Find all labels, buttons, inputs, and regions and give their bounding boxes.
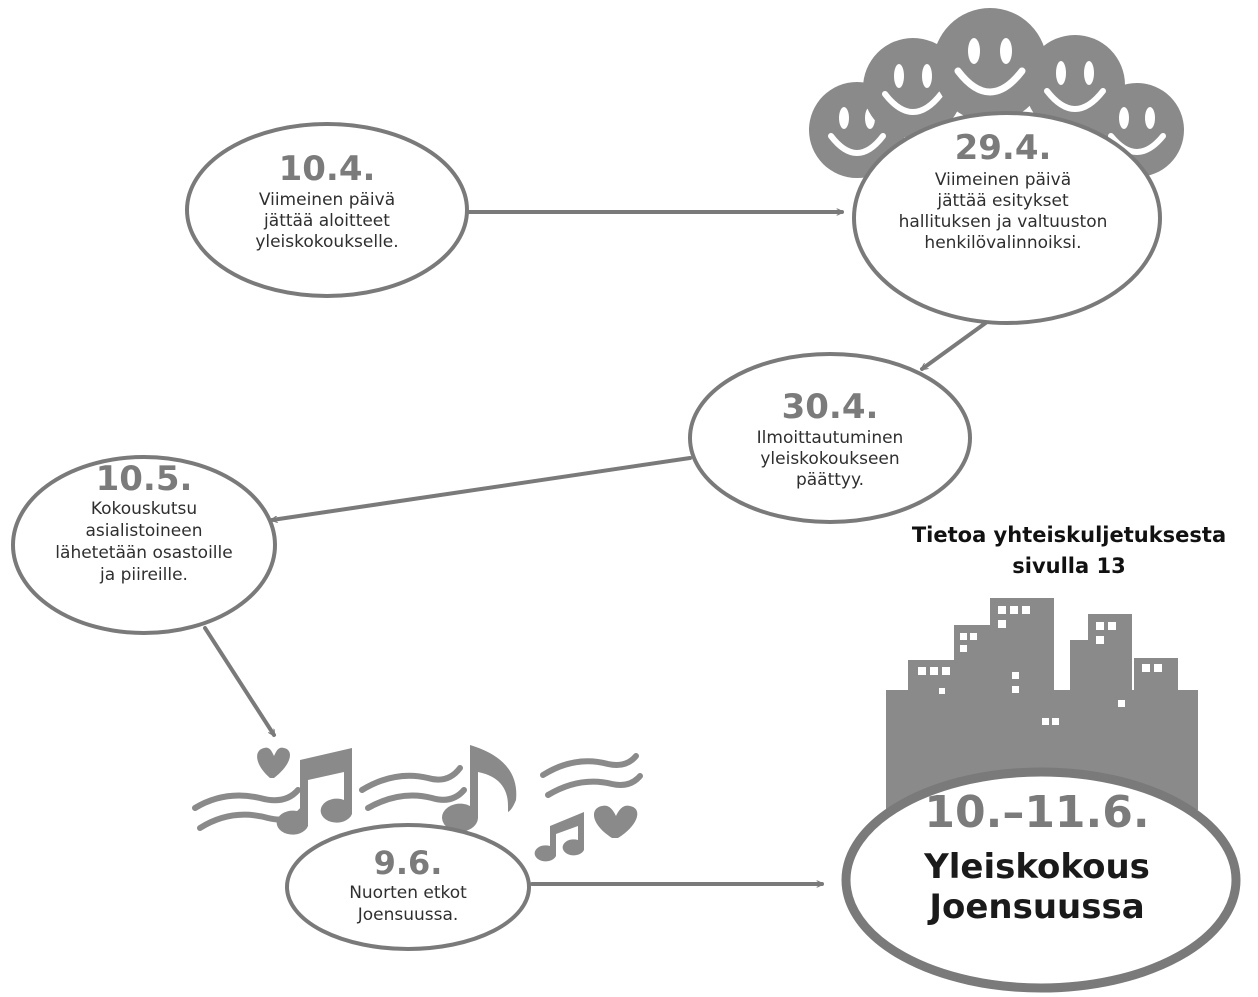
node-6-date: 10.–11.6. bbox=[924, 787, 1149, 838]
node-4-date: 10.5. bbox=[96, 459, 193, 499]
node-6-ellipse bbox=[841, 767, 1241, 993]
node-5-date: 9.6. bbox=[374, 844, 443, 882]
heart-icon bbox=[257, 747, 290, 778]
wave-lines bbox=[192, 753, 643, 831]
transport-note-line1: Tietoa yhteiskuljetuksesta bbox=[911, 523, 1227, 547]
music-note-icon bbox=[534, 812, 584, 862]
node-2-ellipse bbox=[852, 111, 1162, 325]
transport-note-line2: sivulla 13 bbox=[1012, 554, 1126, 578]
node-1-date: 10.4. bbox=[279, 149, 376, 189]
music-decoration bbox=[192, 745, 643, 862]
heart-icon bbox=[593, 805, 638, 838]
node-3: 30.4. Ilmoittautuminen yleiskokoukseen p… bbox=[757, 387, 904, 490]
node-2: 29.4. Viimeinen päivä jättää esitykset h… bbox=[899, 128, 1108, 253]
node-5-line: Joensuussa. bbox=[357, 905, 459, 925]
node-3-date: 30.4. bbox=[782, 387, 879, 427]
node-6-line: Joensuussa bbox=[927, 887, 1144, 927]
node-6-line: Yleiskokous bbox=[923, 847, 1150, 887]
node-1-line: jättää aloitteet bbox=[263, 211, 390, 231]
music-note-icon bbox=[442, 745, 517, 832]
node-5-ellipse bbox=[285, 823, 531, 951]
node-4-line: Kokouskutsu bbox=[91, 499, 197, 519]
city-skyline-icon bbox=[886, 598, 1198, 810]
transport-note: Tietoa yhteiskuljetuksesta sivulla 13 bbox=[880, 520, 1258, 582]
node-3-line: Ilmoittautuminen bbox=[757, 428, 904, 448]
smiley-icon bbox=[933, 8, 1047, 122]
node-4: 10.5. Kokouskutsu asialistoineen lähetet… bbox=[55, 459, 232, 585]
arrow-4-to-5 bbox=[203, 626, 276, 735]
node-1-line: Viimeinen päivä bbox=[259, 190, 395, 210]
node-4-line: lähetetään osastoille bbox=[55, 543, 232, 563]
node-2-line: hallituksen ja valtuuston bbox=[899, 212, 1108, 232]
smiley-group bbox=[809, 8, 1184, 178]
arrows bbox=[203, 212, 1000, 884]
node-2-date: 29.4. bbox=[955, 128, 1052, 168]
node-6: 10.–11.6. Yleiskokous Joensuussa bbox=[923, 787, 1150, 927]
node-4-line: ja piireille. bbox=[99, 565, 188, 585]
node-2-line: henkilövalinnoiksi. bbox=[924, 233, 1081, 253]
arrow-3-to-4 bbox=[270, 456, 692, 520]
node-1: 10.4. Viimeinen päivä jättää aloitteet y… bbox=[255, 149, 398, 252]
music-note-icon bbox=[276, 748, 352, 835]
node-5: 9.6. Nuorten etkot Joensuussa. bbox=[349, 844, 467, 925]
node-5-line: Nuorten etkot bbox=[349, 883, 467, 903]
node-4-ellipse bbox=[11, 455, 277, 635]
node-4-line: asialistoineen bbox=[86, 521, 203, 541]
node-1-ellipse bbox=[185, 122, 469, 298]
node-3-ellipse bbox=[688, 352, 972, 524]
node-2-line: Viimeinen päivä bbox=[935, 170, 1071, 190]
node-3-line: yleiskokoukseen bbox=[760, 449, 899, 469]
node-3-line: päättyy. bbox=[796, 470, 864, 490]
node-1-line: yleiskokoukselle. bbox=[255, 232, 398, 252]
node-2-line: jättää esitykset bbox=[936, 191, 1069, 211]
